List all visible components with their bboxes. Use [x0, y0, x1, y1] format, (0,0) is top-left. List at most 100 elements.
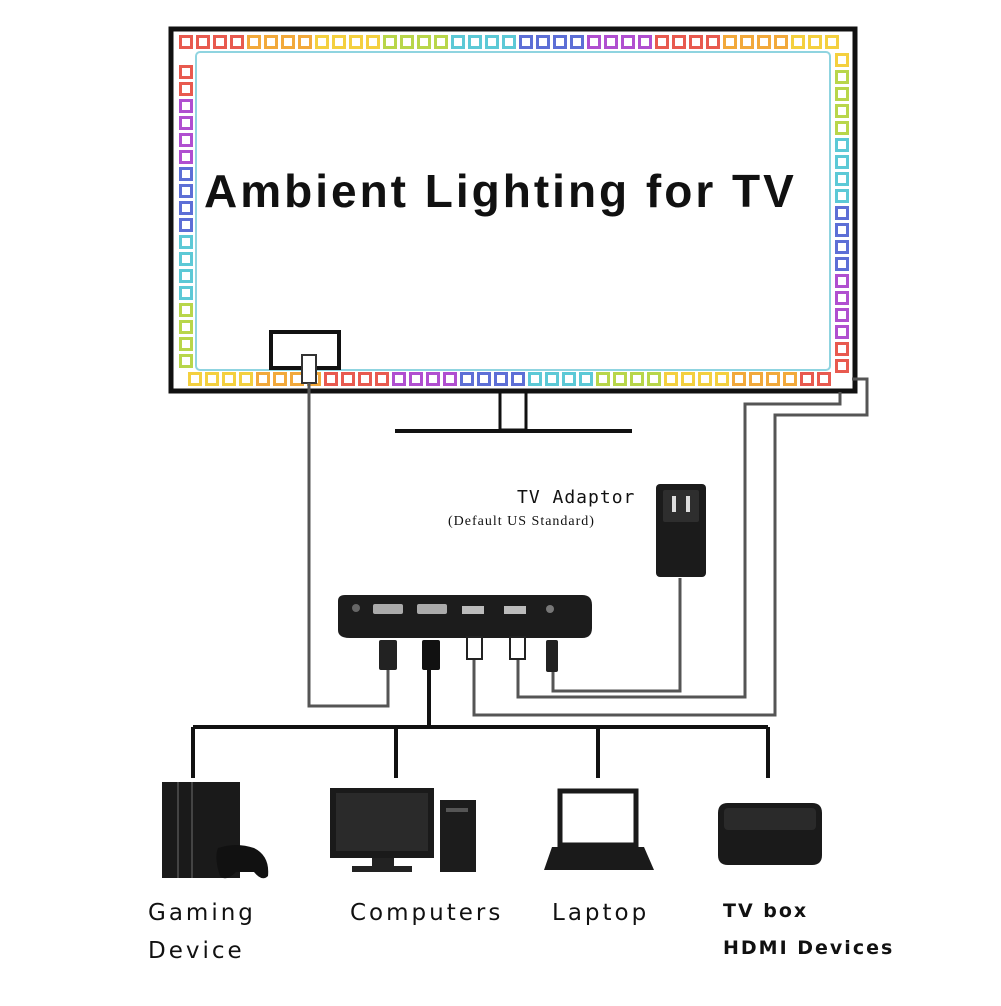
wire-tv-usb-b [472, 377, 869, 717]
device-label-tvbox: TV box HDMI Devices [723, 893, 894, 967]
desktop-computer-icon [330, 788, 476, 872]
led-chip [460, 372, 474, 386]
led-chip [511, 372, 525, 386]
device-bus [191, 670, 770, 778]
power-button-icon [352, 604, 360, 612]
led-chip [817, 372, 831, 386]
diagram-title: Ambient Lighting for TV [204, 165, 797, 217]
adaptor-plate [663, 490, 699, 522]
led-chip [553, 35, 567, 49]
tv-stand-neck [498, 390, 528, 432]
led-chip [179, 235, 193, 249]
laptop-icon [544, 788, 654, 870]
led-chip [179, 252, 193, 266]
led-chip [835, 104, 849, 118]
led-chip [298, 35, 312, 49]
led-chip [766, 372, 780, 386]
wire-usb-led [307, 383, 390, 708]
led-chip [774, 35, 788, 49]
led-chip [290, 372, 304, 386]
power-adaptor [656, 484, 706, 577]
led-chip [587, 35, 601, 49]
led-chip [451, 35, 465, 49]
led-chip [672, 35, 686, 49]
led-chip [213, 35, 227, 49]
led-chip [664, 372, 678, 386]
led-chip [698, 372, 712, 386]
led-chip [383, 35, 397, 49]
led-chip [723, 35, 737, 49]
device-label-laptop: Laptop [552, 894, 649, 932]
led-chip [179, 82, 193, 96]
led-chip [732, 372, 746, 386]
led-chip [706, 35, 720, 49]
led-chip [808, 35, 822, 49]
led-chip [749, 372, 763, 386]
led-chip [647, 372, 661, 386]
led-chip [179, 184, 193, 198]
led-chip [179, 35, 193, 49]
led-chip [341, 372, 355, 386]
led-chip [332, 35, 346, 49]
led-chip [835, 240, 849, 254]
tv-screen-inner [195, 51, 831, 371]
wire-tv-usb-a [516, 392, 842, 699]
led-chip [324, 372, 338, 386]
led-chip [179, 286, 193, 300]
sync-box-body [338, 595, 592, 638]
led-chip [835, 325, 849, 339]
led-chip [222, 372, 236, 386]
led-chip [536, 35, 550, 49]
adaptor-label: TV Adaptor [517, 487, 636, 508]
led-chip [835, 257, 849, 271]
led-chip [179, 303, 193, 317]
led-chip [205, 372, 219, 386]
led-chip [835, 155, 849, 169]
led-chip [613, 372, 627, 386]
led-chip [835, 223, 849, 237]
hdmi-plug-2 [422, 640, 440, 670]
wire-adaptor [551, 578, 682, 693]
tv-box-icon [718, 803, 822, 865]
led-chip [519, 35, 533, 49]
dc-port [546, 605, 554, 613]
device-label-gaming: Gaming Device [148, 894, 256, 970]
led-chip [835, 274, 849, 288]
led-chip [835, 121, 849, 135]
led-chip [179, 337, 193, 351]
led-chip [477, 372, 491, 386]
led-chip [179, 65, 193, 79]
usb-port-2 [504, 606, 526, 614]
led-chip [835, 138, 849, 152]
tvbox-top [724, 808, 816, 830]
wires [307, 377, 869, 717]
led-chip [179, 133, 193, 147]
led-chip [392, 372, 406, 386]
led-chip [835, 291, 849, 305]
led-chip [800, 372, 814, 386]
led-chip [179, 354, 193, 368]
led-chip [179, 218, 193, 232]
gaming-console-icon [162, 782, 269, 879]
laptop-base [544, 847, 654, 870]
device-label-line: Laptop [552, 900, 650, 926]
led-chip [630, 372, 644, 386]
device-label-computers: Computers [350, 894, 503, 932]
led-chip [179, 201, 193, 215]
led-chip [443, 372, 457, 386]
led-chip [400, 35, 414, 49]
led-chip [315, 35, 329, 49]
led-chip [825, 35, 839, 49]
led-chip [273, 372, 287, 386]
led-chip [502, 35, 516, 49]
led-chip [230, 35, 244, 49]
led-chip [570, 35, 584, 49]
led-chip [835, 342, 849, 356]
usb-plug-1 [466, 636, 483, 660]
led-chip [256, 372, 270, 386]
usb-plug-2 [509, 636, 526, 660]
led-chip [835, 359, 849, 373]
led-chip [562, 372, 576, 386]
led-chip [366, 35, 380, 49]
